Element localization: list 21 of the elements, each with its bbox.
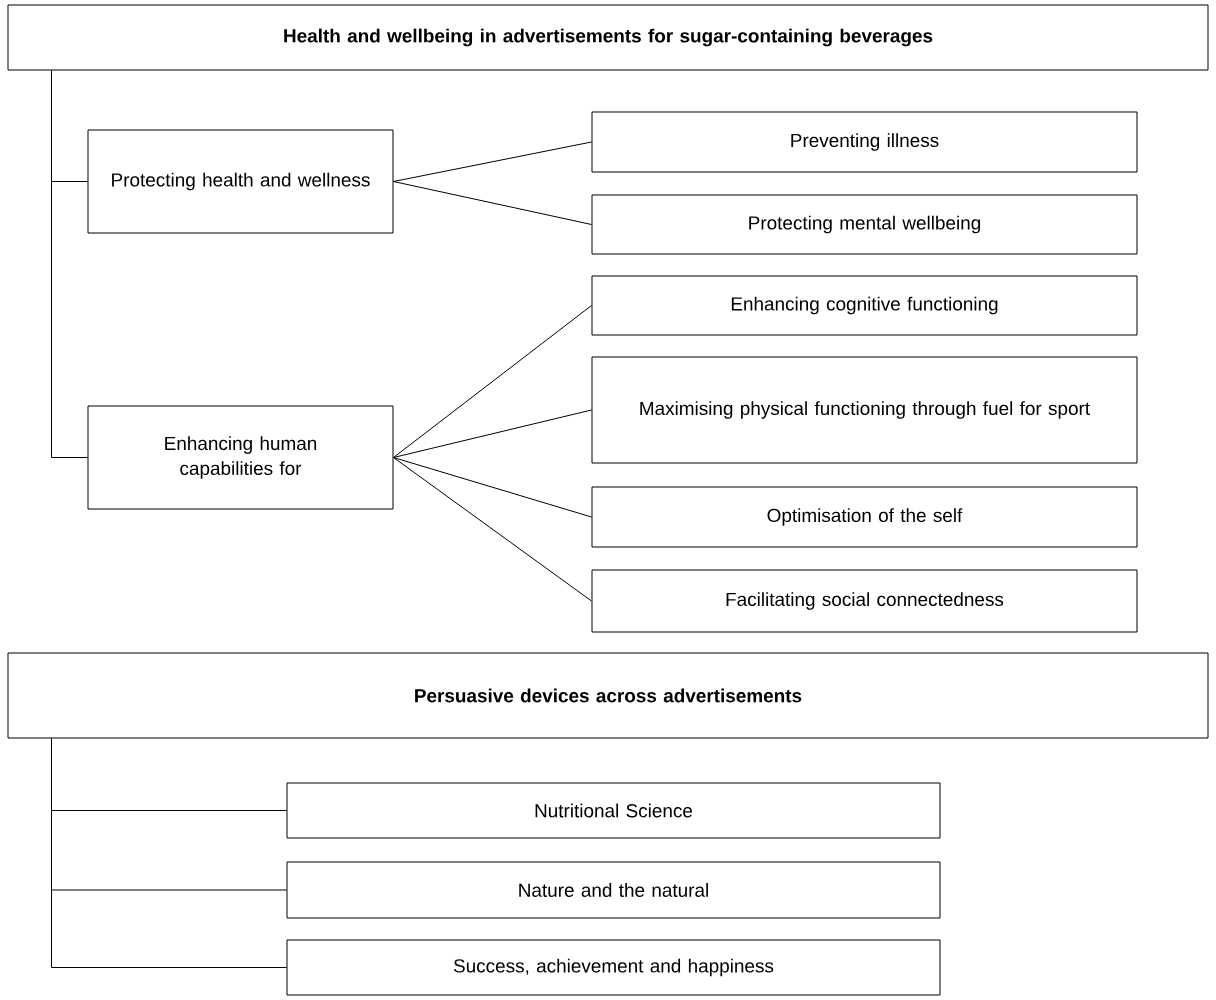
theme-box: Preventing illness [591,111,1138,173]
connector-line [393,409,592,458]
heading-box: Persuasive devices across advertisements [7,652,1209,739]
theme-box: Enhancing cognitive functioning [591,275,1138,336]
connector-line [393,457,592,602]
bracket-line [51,70,88,458]
device-box: Success, achievement and happiness [286,939,941,996]
device-box: Nature and the natural [286,861,941,919]
connector-line [393,457,592,518]
connector-line [393,305,592,458]
connector-line [393,141,592,182]
theme-box: Facilitating social connectedness [591,569,1138,633]
device-box: Nutritional Science [286,782,941,839]
category-box: Enhancing human capabilities for [87,405,394,510]
theme-box: Optimisation of the self [591,486,1138,548]
theme-box: Maximising physical functioning through fuel for sport [591,356,1138,464]
category-box: Protecting health and wellness [87,129,394,234]
connector-line [393,181,592,225]
bracket-line [51,738,287,968]
heading-box: Health and wellbeing in advertisements for sugar-containing beverages [7,4,1209,71]
theme-box: Protecting mental wellbeing [591,194,1138,255]
